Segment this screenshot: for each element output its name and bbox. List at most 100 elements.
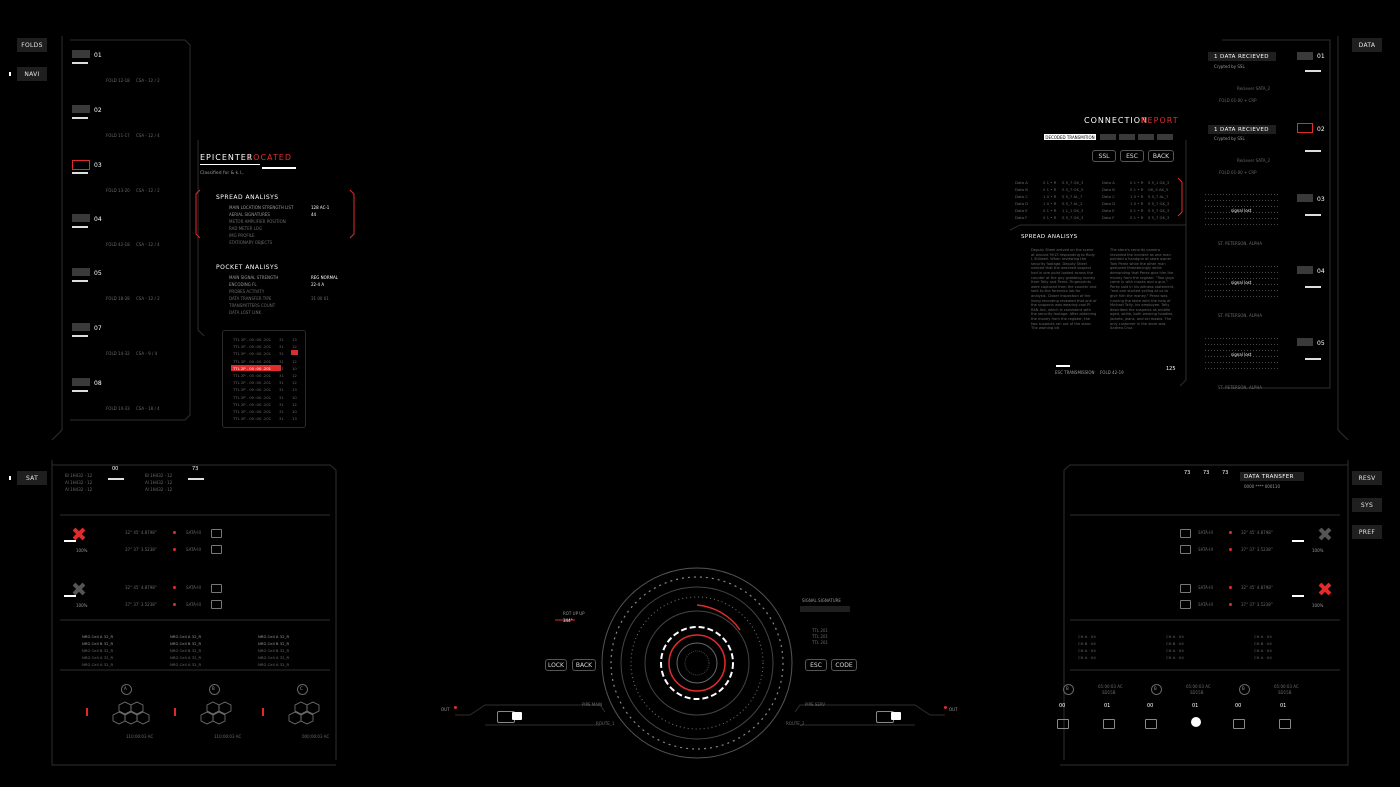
sat-port-button[interactable] bbox=[1180, 529, 1191, 538]
signal-signature-title: SIGNAL SIGNATURE bbox=[802, 598, 841, 603]
sat-port-button[interactable] bbox=[211, 529, 222, 538]
fold-number: 08 bbox=[94, 380, 102, 387]
signal-chip bbox=[1297, 266, 1313, 274]
conn-row-value: 0 1 • R bbox=[1130, 187, 1144, 192]
nrg-row: NRG Cell A 32_R bbox=[82, 634, 114, 639]
fold-chip bbox=[72, 50, 90, 58]
nav-folds-button[interactable]: FOLDS bbox=[17, 38, 47, 52]
decoded-transmission-tab[interactable]: DECODED TRANSMITION bbox=[1044, 134, 1096, 140]
sat-status-dot bbox=[173, 586, 176, 589]
signal-gap bbox=[1205, 353, 1279, 356]
channel-row: CH A · 04 bbox=[1078, 655, 1096, 660]
sat-status-dot bbox=[1229, 548, 1232, 551]
connection-tab[interactable] bbox=[1157, 134, 1173, 140]
fold-number: 05 bbox=[94, 270, 102, 277]
report-page-number: 125 bbox=[1166, 366, 1176, 372]
table-row-b: 13 bbox=[292, 416, 297, 422]
fold-csa: CSA - 12 / 2 bbox=[136, 188, 160, 193]
signal-panel[interactable]: signal lost bbox=[1205, 262, 1279, 304]
sat-bar bbox=[64, 595, 76, 597]
sat-status-dot bbox=[173, 548, 176, 551]
hex-unit-alert bbox=[86, 708, 88, 716]
signal-panel[interactable]: signal lost bbox=[1205, 190, 1279, 232]
nav-sys-button[interactable]: SYS bbox=[1352, 498, 1382, 512]
conn-row-label: Data F bbox=[1102, 215, 1115, 220]
channel-row: CH A · 04 bbox=[1166, 648, 1184, 653]
sat-id: Al 1H432 · 12 bbox=[65, 480, 93, 485]
signal-signature-row: TTL 201 bbox=[812, 640, 828, 645]
pipe-main-label: PIPE MAIN bbox=[582, 702, 603, 707]
sat-bar bbox=[1292, 595, 1304, 597]
unit-button[interactable] bbox=[1145, 719, 1157, 729]
signal-noise-line bbox=[1205, 194, 1279, 195]
sat-port-button[interactable] bbox=[1180, 600, 1191, 609]
lock-button[interactable]: LOCK bbox=[545, 659, 567, 671]
back-button[interactable]: BACK bbox=[1148, 150, 1174, 162]
nav-resv-button[interactable]: RESV bbox=[1352, 471, 1382, 485]
sat-port-button[interactable] bbox=[211, 545, 222, 554]
sat-port-2: SATA-III bbox=[186, 602, 201, 607]
table-row-b: 12 bbox=[292, 380, 297, 386]
conn-row-value: 0 1 • R bbox=[1043, 215, 1057, 220]
reactor-esc-button[interactable]: ESC bbox=[805, 659, 827, 671]
connection-tab[interactable] bbox=[1119, 134, 1135, 140]
signal-panel[interactable]: signal lost bbox=[1205, 334, 1279, 376]
unit-toggle-on[interactable] bbox=[1191, 717, 1201, 727]
sat-port-button[interactable] bbox=[211, 584, 222, 593]
connection-tab[interactable] bbox=[1138, 134, 1154, 140]
nav-data-button[interactable]: DATA bbox=[1352, 38, 1382, 52]
sat-status-dot bbox=[173, 603, 176, 606]
spread-row-value: 128 AC-1 bbox=[311, 205, 330, 210]
unit-time: 05:00:03 AC bbox=[1274, 684, 1299, 689]
nav-sat-button[interactable]: SAT bbox=[9, 471, 47, 485]
channel-row: CH B · 04 bbox=[1166, 641, 1184, 646]
nav-navi-button[interactable]: NAVI bbox=[9, 67, 47, 81]
unit-button[interactable] bbox=[1057, 719, 1069, 729]
unit-badge bbox=[1239, 684, 1250, 695]
conn-row-label: Data E bbox=[1015, 208, 1028, 213]
unit-button[interactable] bbox=[1103, 719, 1115, 729]
sat-port-button[interactable] bbox=[1180, 545, 1191, 554]
pipe-serv-label: PIPE SERV bbox=[805, 702, 826, 707]
signal-noise-line bbox=[1205, 356, 1279, 357]
conn-row-sig: S 5_7 GK_3 bbox=[1148, 201, 1170, 206]
conn-row-sig: S 5_7 GK_3 bbox=[1148, 215, 1170, 220]
unit-button[interactable] bbox=[1233, 719, 1245, 729]
signal-gap bbox=[1205, 281, 1279, 284]
data-received-receiver: Reciever SATA_2 bbox=[1237, 158, 1271, 163]
reactor-back-button[interactable]: BACK bbox=[572, 659, 596, 671]
ssl-button[interactable]: SSL bbox=[1092, 150, 1116, 162]
data-received-num: 01 bbox=[1317, 53, 1325, 60]
fold-number: 04 bbox=[94, 216, 102, 223]
nrg-row: NRG Cell B 32_R bbox=[258, 648, 290, 653]
fold-chip bbox=[72, 105, 90, 113]
data-received-title: 1 DATA RECIEVED bbox=[1214, 127, 1269, 133]
table-row-code: TTL 2P . 00 :00 .201 bbox=[233, 401, 272, 407]
connection-tab[interactable] bbox=[1100, 134, 1116, 140]
sat-port-button[interactable] bbox=[1180, 584, 1191, 593]
conn-row-value: 0 1 • R bbox=[1043, 208, 1057, 213]
sat-coord-2: 37° 37' 3.5238" bbox=[125, 547, 157, 552]
hex-unit-time: 000:00:03 AC bbox=[302, 734, 330, 739]
nrg-row: NRG Cell A 32_R bbox=[170, 655, 202, 660]
signal-noise-line bbox=[1205, 212, 1279, 213]
code-button[interactable]: CODE bbox=[831, 659, 857, 671]
table-row-code: TTL 2P . 00 :00 .201 bbox=[233, 344, 272, 350]
fold-chip bbox=[72, 214, 90, 222]
pocket-row-value: 31 00 01 bbox=[311, 296, 329, 301]
table-row-b: 12 bbox=[292, 344, 297, 350]
fold-chip-active bbox=[72, 160, 90, 170]
fold-code: FOLD 12-18 bbox=[106, 78, 130, 83]
unit-counter-a: 00 bbox=[1147, 703, 1154, 709]
esc-button[interactable]: ESC bbox=[1120, 150, 1144, 162]
unit-button[interactable] bbox=[1279, 719, 1291, 729]
nav-pref-button[interactable]: PREF bbox=[1352, 525, 1382, 539]
report-footer-fold: FOLD 42-19 bbox=[1100, 370, 1124, 375]
sat-port-button[interactable] bbox=[211, 600, 222, 609]
table-row-code: TTL 2P . 00 :00 .201 bbox=[233, 351, 272, 357]
conn-row-value: 0 1 • R bbox=[1130, 208, 1144, 213]
conn-row-sig: S 5_7 AL_7 bbox=[1062, 194, 1083, 199]
fold-code: FOLD 18-28 bbox=[106, 296, 130, 301]
hex-unit-badge bbox=[209, 684, 220, 695]
table-row-b: 10 bbox=[292, 365, 297, 371]
